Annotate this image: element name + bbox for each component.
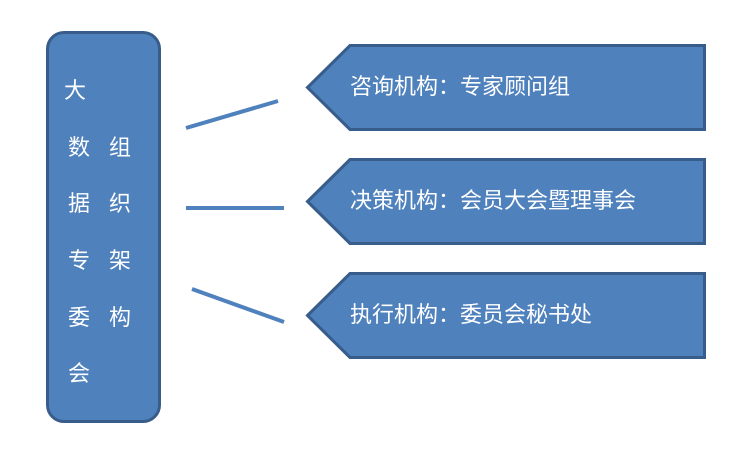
title-char: 委: [67, 306, 90, 331]
branch-label: 决策机构：会员大会暨理事会: [350, 189, 637, 214]
title-char: 专: [67, 249, 90, 274]
title-char: 大: [63, 79, 86, 104]
title-char: 会: [67, 362, 90, 387]
branch-label: 执行机构：委员会秘书处: [350, 303, 593, 328]
title-char: 据: [67, 192, 90, 217]
branch-decision: 决策机构：会员大会暨理事会: [305, 158, 706, 245]
branch-label: 咨询机构：专家顾问组: [350, 75, 571, 100]
left-arrow-shape: [305, 272, 706, 359]
branch-advisory: 咨询机构：专家顾问组: [305, 44, 706, 131]
connector-line-executive: [191, 287, 285, 324]
branch-executive: 执行机构：委员会秘书处: [305, 272, 706, 359]
title-char: 织: [108, 192, 131, 217]
title-char: 构: [108, 306, 131, 331]
connector-line-advisory: [185, 99, 279, 130]
title-char: 组: [108, 136, 131, 161]
left-arrow-shape: [305, 44, 706, 131]
title-char: 架: [108, 249, 131, 274]
title-char: 数: [67, 136, 90, 161]
org-title-box: [46, 31, 161, 423]
left-arrow-shape: [305, 158, 706, 245]
